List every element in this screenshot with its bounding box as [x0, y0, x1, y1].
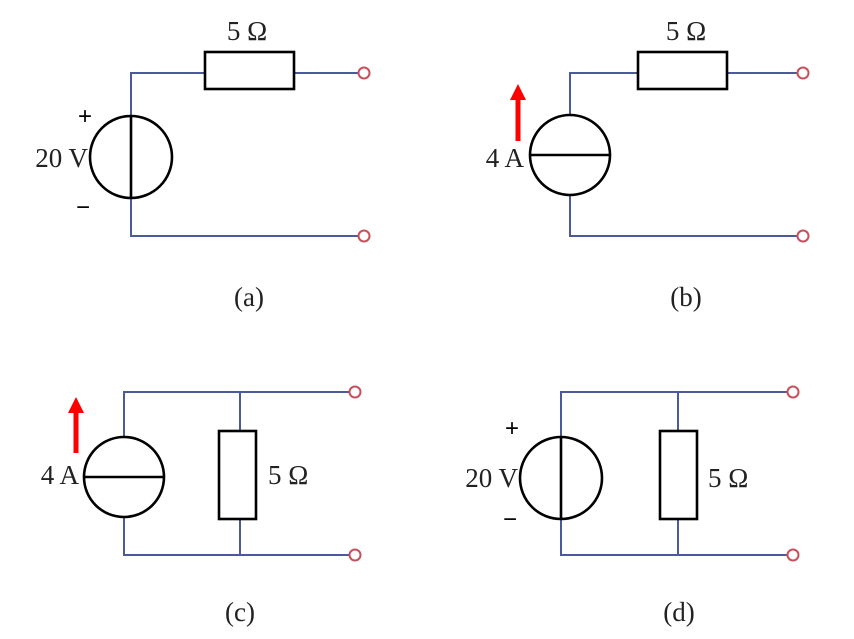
wire-bottom	[130, 198, 359, 237]
panel-a: 5 Ω 20 V + − (a)	[35, 16, 371, 312]
current-source	[82, 435, 166, 519]
wire-bottom	[560, 519, 788, 556]
caption: (d)	[663, 597, 694, 627]
panel-d: 5 Ω 20 V + − (d)	[465, 385, 800, 627]
terminal-top	[357, 66, 371, 80]
wire-top	[569, 72, 638, 115]
current-source	[528, 113, 612, 197]
resistor	[217, 429, 258, 521]
terminal-bottom	[348, 548, 362, 562]
caption: (a)	[234, 282, 264, 312]
caption: (b)	[670, 282, 701, 312]
resistor-label: 5 Ω	[666, 16, 706, 46]
wire-top	[130, 72, 205, 116]
resistor	[658, 429, 699, 521]
wire-top	[560, 391, 788, 437]
panel-b: 5 Ω 4 A (b)	[486, 16, 810, 312]
terminal-top	[348, 385, 362, 399]
resistor	[636, 50, 729, 91]
source-label: 4 A	[41, 460, 80, 490]
source-label: 20 V	[465, 463, 518, 493]
panel-c: 5 Ω 4 A (c)	[41, 385, 362, 627]
wire-bottom	[123, 517, 350, 556]
plus-sign: +	[505, 415, 519, 442]
resistor	[203, 50, 296, 91]
source-label: 4 A	[486, 143, 525, 173]
minus-sign: −	[76, 194, 90, 221]
plus-sign: +	[78, 103, 92, 130]
source-label: 20 V	[35, 143, 88, 173]
resistor-label: 5 Ω	[708, 463, 748, 493]
voltage-source	[518, 435, 604, 521]
minus-sign: −	[503, 506, 517, 533]
wire-top	[123, 391, 350, 437]
resistor-label: 5 Ω	[268, 460, 308, 490]
terminal-top	[786, 385, 800, 399]
wire-bottom	[569, 195, 798, 237]
caption: (c)	[225, 597, 255, 627]
terminal-bottom	[796, 229, 810, 243]
terminal-bottom	[786, 548, 800, 562]
terminal-top	[796, 66, 810, 80]
voltage-source	[88, 114, 174, 200]
resistor-label: 5 Ω	[227, 16, 267, 46]
current-direction-arrow-icon	[68, 397, 84, 453]
terminal-bottom	[357, 229, 371, 243]
current-direction-arrow-icon	[510, 84, 526, 141]
